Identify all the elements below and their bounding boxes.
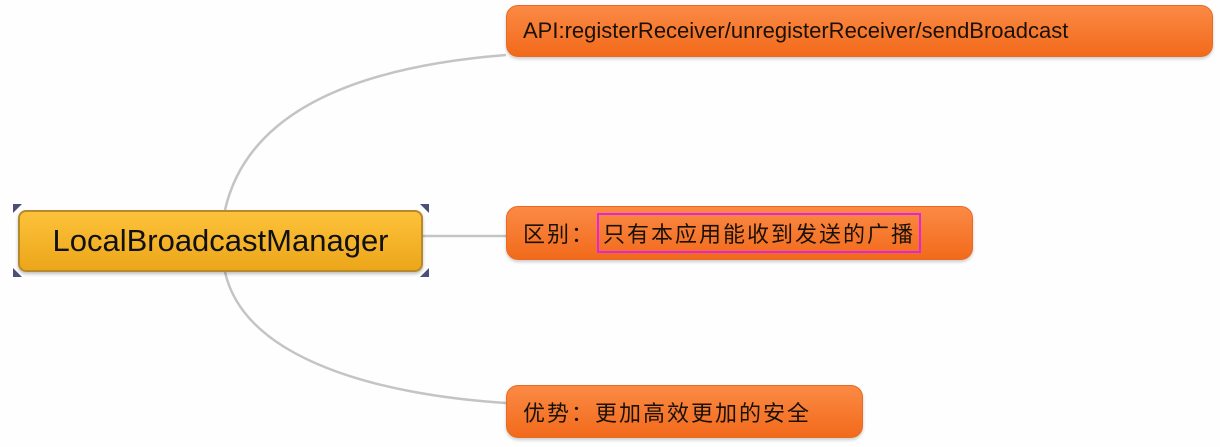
- root-node[interactable]: LocalBroadcastManager: [18, 210, 423, 272]
- selection-handle-top-right[interactable]: [420, 204, 429, 213]
- root-node-label: LocalBroadcastManager: [52, 223, 389, 258]
- branch-node-difference[interactable]: 区别： 只有本应用能收到发送的广播: [506, 206, 973, 260]
- selection-handle-bottom-left[interactable]: [13, 268, 22, 277]
- highlighted-text: 只有本应用能收到发送的广播: [597, 213, 922, 253]
- selection-handle-top-left[interactable]: [13, 204, 22, 213]
- branch-node-difference-prefix: 区别：: [523, 222, 596, 247]
- connector-api: [223, 53, 507, 211]
- branch-node-advantage[interactable]: 优势：更加高效更加的安全: [506, 385, 863, 438]
- branch-node-api-label: API:registerReceiver/unregisterReceiver/…: [523, 18, 1069, 43]
- branch-node-api[interactable]: API:registerReceiver/unregisterReceiver/…: [506, 5, 1213, 57]
- branch-node-advantage-label: 优势：更加高效更加的安全: [523, 400, 812, 426]
- connector-advantage: [223, 271, 507, 405]
- selection-handle-bottom-right[interactable]: [420, 268, 429, 277]
